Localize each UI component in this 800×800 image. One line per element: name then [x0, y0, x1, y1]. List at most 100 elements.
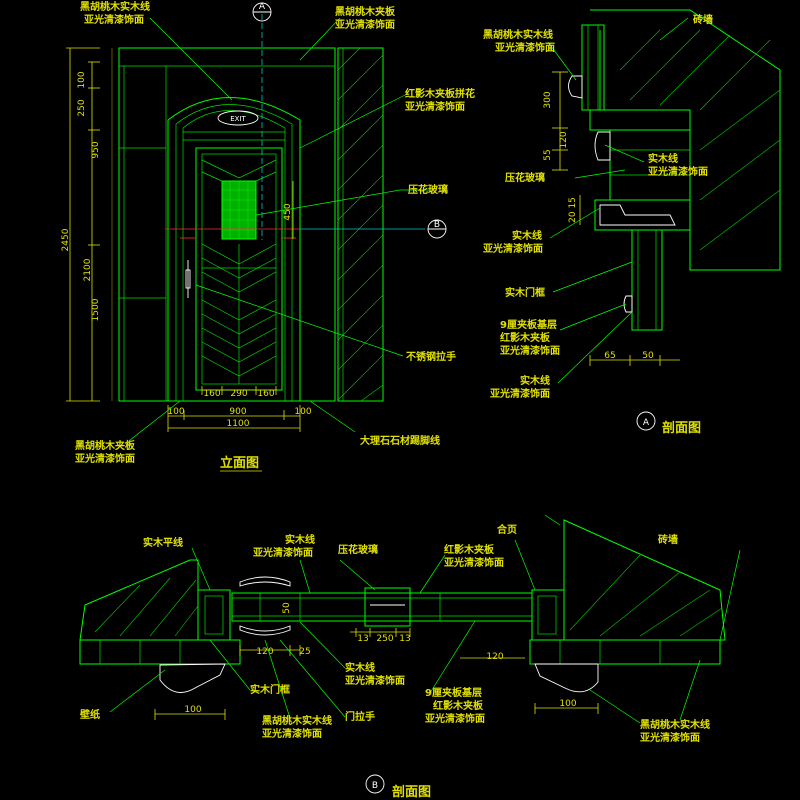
svg-text:亚光清漆饰面: 亚光清漆饰面	[640, 731, 700, 744]
svg-text:290: 290	[230, 389, 247, 399]
svg-text:900: 900	[229, 407, 246, 417]
svg-text:实木门框: 实木门框	[505, 286, 545, 299]
svg-text:实木平线: 实木平线	[143, 536, 183, 549]
svg-text:实木线: 实木线	[512, 229, 542, 242]
dim-height-total: 2450	[61, 228, 71, 251]
svg-text:红影木夹板拼花: 红影木夹板拼花	[405, 87, 475, 100]
svg-text:55: 55	[543, 149, 553, 160]
svg-text:13: 13	[399, 634, 410, 644]
svg-text:100: 100	[559, 699, 576, 709]
svg-text:160: 160	[203, 389, 220, 399]
svg-text:100: 100	[167, 407, 184, 417]
dim-width-total: 1100	[227, 419, 250, 429]
section-b-title: 剖面图	[392, 784, 431, 800]
svg-text:亚光清漆饰面: 亚光清漆饰面	[335, 18, 395, 31]
svg-text:100: 100	[77, 71, 87, 88]
section-b-handle-bottom	[239, 625, 291, 636]
svg-text:50: 50	[282, 602, 292, 614]
svg-text:压花玻璃: 压花玻璃	[408, 183, 448, 196]
elevation-view: EXIT A	[61, 0, 475, 472]
svg-text:450: 450	[283, 203, 293, 220]
svg-text:黑胡桃木实木线: 黑胡桃木实木线	[640, 718, 710, 731]
elevation-title: 立面图	[220, 455, 259, 471]
svg-text:亚光清漆饰面: 亚光清漆饰面	[253, 546, 313, 559]
section-a-door-leaf	[631, 229, 663, 331]
svg-text:砖墙: 砖墙	[693, 13, 713, 26]
svg-text:实木线: 实木线	[520, 374, 550, 387]
svg-text:实木门框: 实木门框	[250, 683, 290, 696]
svg-text:亚光清漆饰面: 亚光清漆饰面	[444, 556, 504, 569]
elevation-wall-hatch	[337, 47, 384, 402]
elevation-outer-frame	[118, 47, 336, 402]
svg-text:250: 250	[376, 634, 393, 644]
svg-text:亚光清漆饰面: 亚光清漆饰面	[483, 242, 543, 255]
svg-text:大理石石材踢脚线: 大理石石材踢脚线	[360, 434, 440, 447]
svg-text:门拉手: 门拉手	[345, 710, 375, 723]
svg-text:亚光清漆饰面: 亚光清漆饰面	[490, 387, 550, 400]
section-a-moulding	[568, 75, 583, 99]
svg-text:黑胡桃木实木线: 黑胡桃木实木线	[483, 28, 553, 41]
svg-text:压花玻璃: 压花玻璃	[338, 543, 378, 556]
svg-text:1500: 1500	[91, 298, 101, 321]
section-b-left-wall	[79, 559, 199, 641]
svg-text:亚光清漆饰面: 亚光清漆饰面	[75, 452, 135, 465]
svg-text:壁纸: 壁纸	[80, 708, 100, 721]
svg-text:实木线: 实木线	[345, 661, 375, 674]
section-a-view: 300 120 55 20 15 65 50 黑胡桃木实木线 亚光清漆饰面 砖墙…	[483, 9, 781, 436]
svg-text:红影木夹板: 红影木夹板	[500, 331, 551, 344]
section-b-right-moulding	[534, 663, 599, 693]
svg-text:砖墙: 砖墙	[658, 533, 678, 546]
svg-text:合页: 合页	[496, 523, 517, 536]
section-a-title-marker	[636, 411, 656, 431]
svg-text:50: 50	[642, 351, 654, 361]
svg-text:120: 120	[486, 652, 503, 662]
section-b-view: 120 25 50 13 250 13 120 100 100 实木平线 实木线…	[79, 514, 741, 800]
svg-text:亚光清漆饰面: 亚光清漆饰面	[405, 100, 465, 113]
svg-text:160: 160	[257, 389, 274, 399]
svg-text:9厘夹板基层: 9厘夹板基层	[425, 686, 482, 699]
section-b-glass	[364, 587, 411, 627]
svg-text:实木线: 实木线	[648, 152, 678, 165]
section-b-handle-top	[239, 576, 291, 587]
svg-text:13: 13	[357, 634, 368, 644]
svg-text:950: 950	[91, 141, 101, 158]
svg-text:黑胡桃木夹板: 黑胡桃木夹板	[75, 439, 136, 452]
elevation-wall-section	[337, 47, 384, 402]
svg-text:不锈钢拉手: 不锈钢拉手	[406, 350, 456, 363]
svg-text:120: 120	[256, 647, 273, 657]
svg-text:亚光清漆饰面: 亚光清漆饰面	[84, 13, 144, 26]
svg-text:实木线: 实木线	[285, 533, 315, 546]
svg-text:65: 65	[604, 351, 615, 361]
section-b-right-wall	[563, 519, 726, 641]
svg-text:黑胡桃木实木线: 黑胡桃木实木线	[262, 714, 332, 727]
svg-text:亚光清漆饰面: 亚光清漆饰面	[495, 41, 555, 54]
svg-text:压花玻璃: 压花玻璃	[505, 171, 545, 184]
svg-text:20 15: 20 15	[568, 197, 578, 223]
section-b-left-moulding	[159, 663, 226, 693]
svg-text:120: 120	[559, 131, 569, 148]
svg-text:A: A	[259, 2, 266, 12]
section-b-door-leaf	[231, 592, 533, 622]
svg-text:黑胡桃木夹板: 黑胡桃木夹板	[335, 5, 396, 18]
svg-text:25: 25	[299, 647, 310, 657]
parquet-pattern	[201, 159, 277, 384]
svg-text:黑胡桃木实木线: 黑胡桃木实木线	[80, 0, 150, 13]
section-a-title: 剖面图	[662, 420, 701, 436]
svg-text:2100: 2100	[83, 258, 93, 281]
svg-text:9厘夹板基层: 9厘夹板基层	[500, 318, 557, 331]
svg-text:亚光清漆饰面: 亚光清漆饰面	[345, 674, 405, 687]
svg-text:250: 250	[77, 99, 87, 116]
exit-sign-text: EXIT	[230, 115, 246, 123]
exit-sign-plate	[217, 110, 259, 126]
svg-text:B: B	[434, 220, 440, 230]
svg-text:300: 300	[543, 91, 553, 108]
svg-text:红影木夹板: 红影木夹板	[433, 699, 484, 712]
svg-text:亚光清漆饰面: 亚光清漆饰面	[425, 712, 485, 725]
svg-text:红影木夹板: 红影木夹板	[444, 543, 495, 556]
svg-text:亚光清漆饰面: 亚光清漆饰面	[500, 344, 560, 357]
svg-text:亚光清漆饰面: 亚光清漆饰面	[262, 727, 322, 740]
section-a-brick-wall	[590, 9, 781, 271]
svg-text:亚光清漆饰面: 亚光清漆饰面	[648, 165, 708, 178]
section-b-title-marker	[365, 774, 385, 794]
